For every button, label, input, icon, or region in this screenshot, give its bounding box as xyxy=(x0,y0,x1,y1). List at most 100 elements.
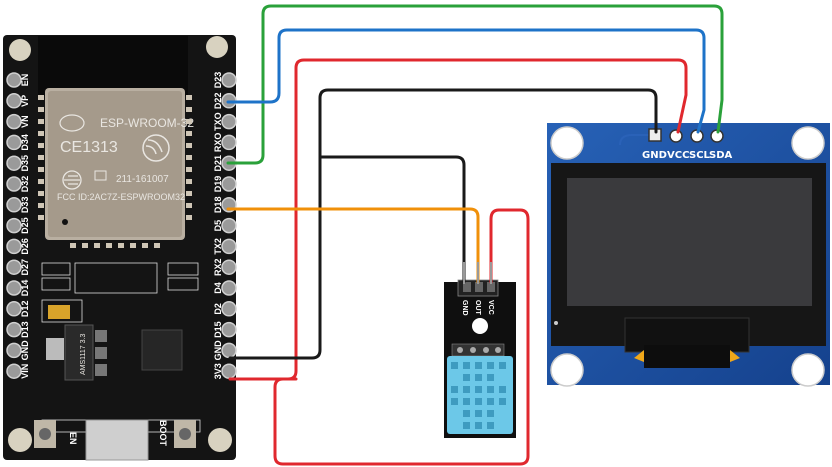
esp32-pin-right-rxo xyxy=(221,134,237,151)
dht-label-vcc: VCC xyxy=(487,300,494,315)
dht-vent xyxy=(475,374,482,381)
esp32-pin-right-txo xyxy=(221,113,237,130)
cert-mark-icon xyxy=(62,170,82,190)
dht-label-gnd: GND xyxy=(461,300,468,316)
esp32-pin-label: D15 xyxy=(213,321,223,338)
esp32-pin-label: D22 xyxy=(213,93,223,110)
esp32-pin-label: GND xyxy=(20,340,30,361)
gnd-wire xyxy=(228,88,658,360)
module-name: ESP-WROOM-32 xyxy=(100,116,194,130)
esp32-pin-left-d26 xyxy=(6,238,22,255)
esp32-pin-label: D2 xyxy=(213,303,223,315)
dht-vent xyxy=(463,374,470,381)
esp32-pin-left-d25 xyxy=(6,217,22,234)
esp32-pin-right-rx2 xyxy=(221,259,237,275)
scl-wire xyxy=(226,28,706,134)
dht-label-out: OUT xyxy=(474,300,481,316)
dht-vent xyxy=(487,410,494,417)
esp32-board: ESP-WROOM-32 CE1313 211-161007 FCC ID:2A… xyxy=(3,35,237,461)
esp32-pin-left-d13 xyxy=(6,321,22,338)
dht-vent xyxy=(475,422,482,429)
sda-wire xyxy=(226,4,724,165)
esp32-pin-label: RXO xyxy=(213,133,223,153)
dht-vent xyxy=(475,386,482,393)
esp32-pin-label: D33 xyxy=(20,197,30,214)
esp32-pin-label: D34 xyxy=(20,134,30,151)
fcc-id: FCC ID:2AC7Z-ESPWROOM32 xyxy=(57,192,185,202)
esp32-pin-right-d5 xyxy=(221,217,237,234)
esp32-pin-label: D32 xyxy=(20,176,30,193)
regulator-label: AMS1117 3.3 xyxy=(80,334,87,375)
oled-label-gnd: GND xyxy=(642,150,667,161)
esp32-pin-label: D26 xyxy=(20,238,30,255)
oled-label-scl: SCL xyxy=(689,150,711,161)
esp32-pin-left-en xyxy=(6,72,22,88)
esp32-pin-label: TX2 xyxy=(213,238,223,255)
esp32-pin-label: D25 xyxy=(20,217,30,234)
en-button[interactable] xyxy=(34,420,56,448)
esp32-pin-label: D4 xyxy=(213,282,223,294)
dht-vent xyxy=(463,398,470,405)
esp32-pin-label: D27 xyxy=(20,259,30,276)
esp32-pin-label: 3V3 xyxy=(213,363,223,379)
esp32-pin-left-d12 xyxy=(6,301,22,317)
esp32-pin-label: VP xyxy=(20,95,30,107)
esp32-pin-left-vn xyxy=(6,113,22,130)
dht-vent xyxy=(451,386,458,393)
esp32-pin-label: D5 xyxy=(213,220,223,232)
esp32-pin-left-d35 xyxy=(6,155,22,171)
dht-vent xyxy=(463,410,470,417)
dht-vent xyxy=(463,362,470,369)
esp32-pin-label: D14 xyxy=(20,280,30,297)
esp32-pin-label: D35 xyxy=(20,155,30,172)
boot-button[interactable] xyxy=(174,420,196,448)
esp32-pin-right-3v3 xyxy=(221,363,237,379)
ce-mark: CE1313 xyxy=(60,139,118,156)
esp32-pin-headers: ENVPVND34D35D32D33D25D26D27D14D12D13GNDV… xyxy=(6,72,237,379)
dht-vent xyxy=(487,374,494,381)
dht-vent xyxy=(463,422,470,429)
esp32-pin-label: RX2 xyxy=(213,258,223,276)
dht-vent xyxy=(499,386,506,393)
esp32-pin-right-d2 xyxy=(221,301,237,317)
oled-label-sda: SDA xyxy=(709,150,733,161)
gnd-branch-wire xyxy=(318,155,466,284)
esp32-pin-label: D13 xyxy=(20,321,30,338)
data-wire xyxy=(226,207,480,284)
esp32-pin-left-d33 xyxy=(6,197,22,213)
esp32-pin-left-d34 xyxy=(6,134,22,151)
dht-vent xyxy=(487,386,494,393)
esp32-pin-label: VN xyxy=(20,115,30,128)
esp32-pin-label: VIN xyxy=(20,364,30,379)
esp32-pin-label: TXO xyxy=(213,112,223,131)
dht-vent xyxy=(487,398,494,405)
vcc-branch-wire xyxy=(273,208,530,466)
dht-vent xyxy=(451,362,458,369)
dht-vent xyxy=(499,398,506,405)
dht-vent xyxy=(487,422,494,429)
oled-label-vcc: VCC xyxy=(667,150,689,161)
esp32-pin-label: D19 xyxy=(213,176,223,193)
esp32-pin-left-d14 xyxy=(6,280,22,296)
dht11-sensor-module: GND OUT VCC xyxy=(444,279,516,438)
esp32-pin-right-d23 xyxy=(221,72,237,88)
oled-display-module: GND VCC SCL SDA xyxy=(547,123,830,387)
dht-vent xyxy=(499,362,506,369)
dht-vent xyxy=(475,362,482,369)
esp32-pin-label: EN xyxy=(20,74,30,87)
esp32-pin-label: D23 xyxy=(213,72,223,89)
esp-wroom-module: ESP-WROOM-32 CE1313 211-161007 FCC ID:2A… xyxy=(45,88,194,240)
esp32-pin-left-vp xyxy=(6,93,22,109)
esp32-pin-label: D21 xyxy=(213,155,223,172)
esp32-pin-label: D18 xyxy=(213,197,223,214)
oled-screen xyxy=(567,178,812,306)
esp32-pin-left-d32 xyxy=(6,176,22,192)
dht-vent xyxy=(487,362,494,369)
esp32-pin-left-d27 xyxy=(6,259,22,275)
esp32-pin-left-gnd xyxy=(6,342,22,359)
wires xyxy=(226,4,724,466)
esp32-pin-right-d15 xyxy=(221,321,237,338)
dht-vent xyxy=(475,410,482,417)
